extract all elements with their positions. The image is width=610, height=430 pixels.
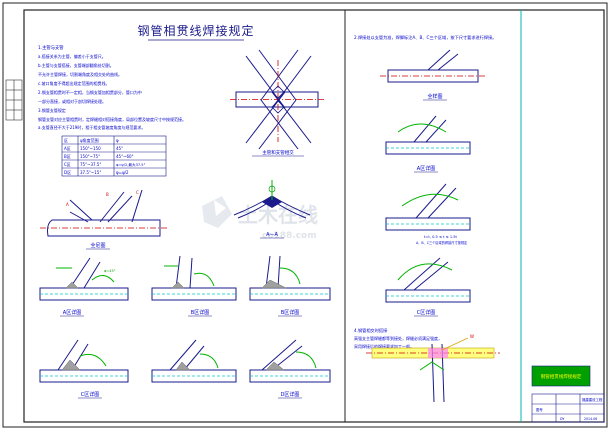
note4-line1: 高强支主管焊缝都等到接处，焊缝必须满足强度， xyxy=(354,335,442,341)
right-note: 2.焊接处以支管为准，焊脚标注A、B、C三个区域，按下尺寸要求进行焊接。 xyxy=(354,34,496,41)
detail-c-left: C区详图 xyxy=(39,339,129,399)
weld-plan-detail: W xyxy=(366,334,500,403)
detail-b-label: B区详图 xyxy=(191,309,209,316)
detail-d: D区详图 xyxy=(249,339,331,399)
title-block: 钢管相贯线焊接规定 福建建设工程 图号 DY 2014.06 xyxy=(531,365,605,423)
formula: t=t, 0.5 ≤ t ≤ 1.5t xyxy=(424,235,458,239)
titleblock-company: 福建建设工程 xyxy=(582,397,603,402)
table-header-phi: φ xyxy=(116,138,119,143)
table-header-zone: 区 xyxy=(64,138,68,143)
detail-b-right: t=t, 0.5 ≤ t ≤ 1.5t A、B、C三个区域的焊接尺寸按规定 xyxy=(385,183,471,245)
overall-view-right: 全样图 xyxy=(380,49,486,101)
note-line: b.主管与支管搭接，支管端部翻角处切割。 xyxy=(38,62,114,68)
detail-a-right: A区详图 xyxy=(385,115,471,173)
table-cell: 45° xyxy=(116,146,123,151)
table-cell: φ=ψ/2 xyxy=(116,170,129,175)
table-header-range: ψ角度范围 xyxy=(80,137,99,143)
table-cell: φ=ψ/2,最大37.5° xyxy=(116,162,146,167)
weld-mark: W xyxy=(470,334,474,339)
watermark-sub: co188.com xyxy=(262,231,317,241)
note-4: 4.钢管相交时搭接 高强支主管焊缝都等到接处，焊缝必须满足强度， 采用焊接后的焊… xyxy=(354,327,442,349)
formula-note: A、B、C三个区域的焊接尺寸按规定 xyxy=(416,240,468,245)
detail-a-left-label: A区详图 xyxy=(63,309,81,316)
detail-c-mid xyxy=(151,339,237,383)
titleblock-sheet: DY xyxy=(560,417,565,421)
inner-frame xyxy=(23,9,605,423)
overall-left-label: 全尼图 xyxy=(90,242,105,249)
note-line: c.坡口角度不得超出规定范围的相贯线。 xyxy=(38,80,109,86)
note-line: 2.钢支管相贯时不一定相，当钢支管加相贯部分，管口为中 xyxy=(38,89,142,95)
titleblock-date: 2014.06 xyxy=(584,417,597,421)
detail-b2-label: B区详图 xyxy=(281,309,299,316)
marker-b: B xyxy=(106,192,109,197)
note-line: a.搭接关系为主管，偏差小于支管尺。 xyxy=(38,53,106,59)
junction-label: 主管和支管相交 xyxy=(262,149,294,156)
detail-a-left: φ=45° A区详图 xyxy=(39,257,129,317)
section-aa: A—A xyxy=(233,180,311,239)
note-line: 一部分直接，或相对于剖切焊接处理。 xyxy=(38,98,106,104)
binding-margin xyxy=(5,79,23,121)
note-line: 3.钢管支管规定 xyxy=(38,107,66,113)
titleblock-name: 钢管相贯线焊接规定 xyxy=(541,373,582,380)
drawing-title: 钢管相贯线焊接规定 xyxy=(137,23,254,38)
svg-text:φ=45°: φ=45° xyxy=(104,269,116,273)
watermark-main: 土木在线 xyxy=(238,203,318,227)
table-cell: A区 xyxy=(64,146,71,151)
detail-c-right: C区详图 xyxy=(385,257,471,317)
detail-c-left-label: C区详图 xyxy=(81,391,100,398)
junction-diagram: 主管和支管相交 xyxy=(230,49,324,157)
table-cell: 150°~150 xyxy=(80,146,101,151)
note4-heading: 4.钢管相交时搭接 xyxy=(354,327,388,334)
table-cell: 150°~75° xyxy=(80,154,100,159)
table-cell: B区 xyxy=(64,154,71,159)
section-aa-label: A—A xyxy=(266,232,278,238)
detail-b: B区详图 xyxy=(151,255,237,317)
note4-line2: 采用焊接后的焊接要求加工一般。 xyxy=(354,343,414,349)
table-cell: C区 xyxy=(64,162,71,167)
table-cell: 37.5°~15° xyxy=(80,170,101,175)
detail-b-small: B区详图 xyxy=(249,255,331,317)
marker-a: A xyxy=(66,202,69,207)
notes-block: 1.主管与支管 a.搭接关系为主管，偏差小于支管尺。 b.主管与支管搭接，支管端… xyxy=(38,44,186,130)
detail-d-label: D区详图 xyxy=(281,391,300,398)
table-cell: D区 xyxy=(64,170,71,175)
detail-c-right-label: C区详图 xyxy=(417,309,436,316)
table-cell: 45°~60° xyxy=(116,154,134,159)
overall-right-label: 全样图 xyxy=(427,93,442,100)
note-line: a.支管直径不大于219时，相于相支管坡度角度与规范要求。 xyxy=(38,124,145,130)
note-line: 钢管支管对应主管相贯时，定焊缝相对搭接角度，局部位置及坡度尺寸中按规范接。 xyxy=(38,116,186,122)
table-cell: 75°~37.5° xyxy=(80,162,101,167)
titleblock-drawing-no: 图号 xyxy=(536,407,543,412)
angle-table: 区 ψ角度范围 φ A区 150°~150 45° B区 150°~75° 45… xyxy=(61,135,167,177)
detail-a-right-label: A区详图 xyxy=(417,165,435,172)
overall-view-left: A B C 全尼图 xyxy=(40,189,168,250)
marker-c: C xyxy=(136,190,139,195)
note-line: 不允许主管焊接，切割端角度及相交处的曲线。 xyxy=(38,71,122,77)
notes-heading: 1.主管与支管 xyxy=(38,44,64,51)
